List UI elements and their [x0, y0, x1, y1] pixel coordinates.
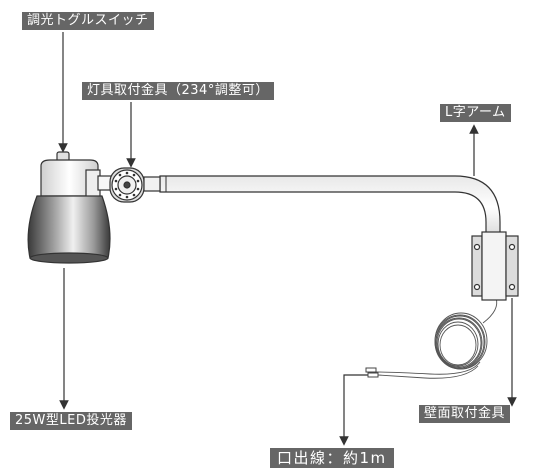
label-mount-bracket: 灯具取付金具（234°調整可） [82, 82, 274, 100]
arrow-cable [339, 374, 372, 446]
label-l-arm: L字アーム [440, 104, 511, 122]
mount-bracket-part [109, 167, 161, 203]
l-arm-pipe [159, 175, 501, 239]
label-toggle-switch: 調光トグルスイッチ [22, 12, 154, 30]
cable-coil [375, 297, 498, 379]
wall-bracket-part [471, 231, 519, 301]
led-projector-part [27, 151, 113, 264]
leader-lines [58, 32, 517, 446]
label-cable: 口出線：約1m [270, 448, 394, 468]
label-projector: 25W型LED投光器 [10, 412, 132, 430]
label-wall-bracket: 壁面取付金具 [419, 405, 511, 423]
cable-ends [365, 367, 379, 378]
